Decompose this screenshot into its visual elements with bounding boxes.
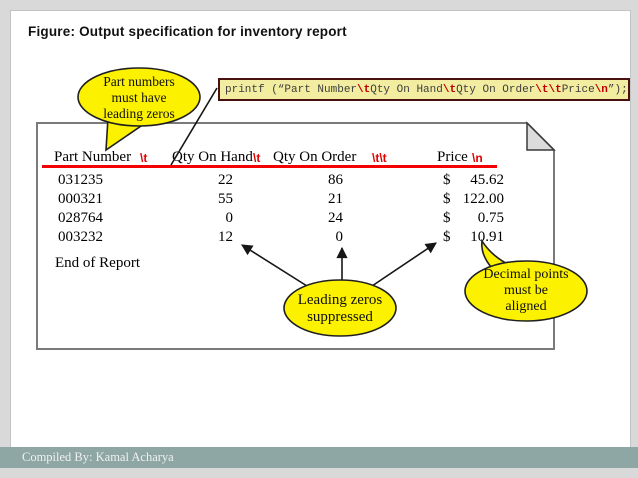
- escape-sequence: \t: [357, 83, 371, 96]
- escape-sequence: \t: [442, 83, 457, 96]
- qty-on-hand-cell: 0: [225, 210, 234, 226]
- callout-line: Decimal points: [483, 267, 569, 282]
- code-segment: ”);: [607, 83, 628, 96]
- escape-sequence: \t\t: [535, 83, 562, 96]
- callout-line: aligned: [505, 299, 547, 315]
- callout-line: must have: [111, 89, 167, 105]
- price-cell: 122.00: [462, 191, 504, 207]
- report-row: 000321 55 21 $ 122.00: [0, 191, 638, 210]
- part-number-cell: 000321: [58, 191, 103, 207]
- header-red-underline: [42, 165, 497, 168]
- qty-on-order-cell: 0: [335, 229, 344, 245]
- tab-escape-marker: \t\t: [372, 151, 387, 165]
- qty-on-order-cell: 21: [328, 191, 343, 207]
- report-header-price: Price: [437, 149, 468, 165]
- price-cell: 10.91: [470, 229, 504, 245]
- callout-line: Part numbers: [103, 74, 175, 89]
- tab-escape-marker: \t: [253, 151, 261, 165]
- qty-on-order-cell: 24: [328, 210, 343, 226]
- part-number-cell: 031235: [58, 172, 103, 188]
- callout-leading-zeros-text: Leading zeros suppressed: [283, 292, 397, 326]
- report-header-qty-on-order: Qty On Order: [273, 149, 357, 165]
- qty-on-hand-cell: 12: [218, 229, 233, 245]
- code-segment: printf (“Part Number: [225, 83, 358, 96]
- report-row: 028764 0 24 $ 0.75: [0, 210, 638, 229]
- report-row: 031235 22 86 $ 45.62: [0, 172, 638, 191]
- callout-decimal-points-text: Decimal points must be aligned: [466, 267, 586, 315]
- code-segment: Price: [561, 83, 595, 96]
- callout-line: Leading zeros: [297, 292, 383, 308]
- currency-cell: $: [443, 229, 451, 245]
- part-number-cell: 003232: [58, 229, 103, 245]
- newline-escape-marker: \n: [472, 151, 483, 165]
- currency-cell: $: [443, 210, 451, 226]
- currency-cell: $: [443, 172, 451, 188]
- qty-on-hand-cell: 22: [218, 172, 233, 188]
- slide-title: Figure: Output specification for invento…: [28, 24, 347, 39]
- price-cell: 45.62: [470, 172, 504, 188]
- report-row: 003232 12 0 $ 10.91: [0, 229, 638, 248]
- report-header-part-number: Part Number: [54, 149, 132, 165]
- code-segment: Qty On Order: [456, 83, 536, 96]
- end-of-report-text: End of Report: [55, 255, 140, 271]
- callout-line: must be: [504, 283, 548, 299]
- callout-line: leading zeros: [103, 105, 175, 121]
- code-segment: Qty On Hand: [370, 83, 443, 96]
- tab-escape-marker: \t: [140, 151, 148, 165]
- report-header-qty-on-hand: Qty On Hand: [172, 149, 253, 165]
- qty-on-hand-cell: 55: [218, 191, 233, 207]
- escape-sequence: \n: [594, 83, 608, 96]
- qty-on-order-cell: 86: [328, 172, 343, 188]
- part-number-cell: 028764: [58, 210, 103, 226]
- callout-line: suppressed: [307, 308, 373, 325]
- price-cell: 0.75: [477, 210, 504, 226]
- currency-cell: $: [443, 191, 451, 207]
- footer-bar: Compiled By: Kamal Acharya: [0, 447, 638, 468]
- callout-part-numbers-text: Part numbers must have leading zeros: [79, 74, 199, 122]
